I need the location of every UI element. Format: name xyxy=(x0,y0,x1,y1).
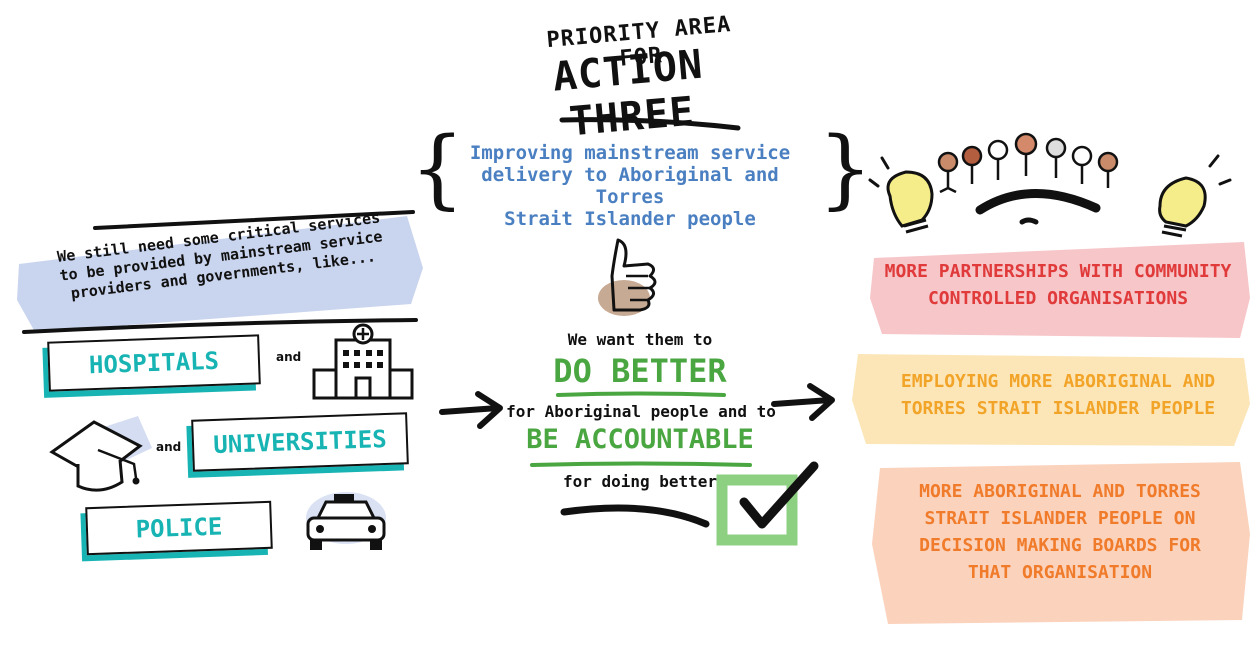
graduation-cap-icon xyxy=(49,416,152,492)
doing-better-text: for doing better xyxy=(562,472,718,491)
police-car-icon xyxy=(306,492,386,550)
peach-banner-shape xyxy=(872,462,1250,624)
hospital-icon xyxy=(312,323,414,400)
banner-line: CONTROLLED ORGANISATIONS xyxy=(927,288,1189,309)
want-text: We want them to xyxy=(567,330,713,349)
black-stroke xyxy=(560,504,710,528)
and-label: and xyxy=(276,350,302,364)
aboriginal-text: for Aboriginal people and to xyxy=(506,402,776,421)
banner-line: STRAIT ISLANDER PEOPLE ON xyxy=(924,508,1196,529)
green-underline xyxy=(556,391,726,397)
banner-line: DECISION MAKING BOARDS FOR xyxy=(919,535,1201,556)
people-group-icon xyxy=(868,132,1232,238)
green-underline xyxy=(530,461,752,467)
universities-label: UNIVERSITIES xyxy=(191,412,409,472)
be-accountable-text: BE ACCOUNTABLE xyxy=(526,424,754,455)
subtitle-line: Improving mainstream service xyxy=(469,142,791,164)
banner-line: EMPLOYING MORE ABORIGINAL AND xyxy=(900,371,1216,392)
lightbulb-icon xyxy=(868,156,934,234)
banner-line: MORE ABORIGINAL AND TORRES xyxy=(919,481,1201,502)
arrow-right-icon xyxy=(439,391,503,429)
subtitle-line: delivery to Aboriginal and Torres xyxy=(481,164,779,208)
decision-boards-text: MORE ABORIGINAL AND TORRES STRAIT ISLAND… xyxy=(900,478,1220,586)
arrow-right-icon xyxy=(771,383,835,421)
police-label: POLICE xyxy=(85,500,273,556)
pink-banner-shape xyxy=(870,242,1250,338)
banner-line: THAT ORGANISATION xyxy=(967,562,1153,583)
title-underline xyxy=(559,117,741,131)
yellow-banner-shape xyxy=(852,354,1250,446)
divider-stroke xyxy=(22,318,418,334)
hospitals-label: HOSPITALS xyxy=(47,334,261,392)
partnerships-text: MORE PARTNERSHIPS WITH COMMUNITY CONTROL… xyxy=(878,258,1238,312)
checkbox-tick-icon xyxy=(716,461,819,546)
employing-text: EMPLOYING MORE ABORIGINAL AND TORRES STR… xyxy=(878,368,1238,422)
and-label: and xyxy=(156,440,182,454)
banner-line: TORRES STRAIT ISLANDER PEOPLE xyxy=(900,398,1216,419)
subtitle-line: Strait Islander people xyxy=(504,208,756,230)
do-better-text: DO BETTER xyxy=(553,352,727,390)
left-brace-icon: { xyxy=(410,119,465,219)
right-brace-icon: } xyxy=(818,119,873,219)
blue-banner-shape xyxy=(17,210,423,332)
thumbs-up-icon xyxy=(598,238,657,316)
subtitle: Improving mainstream service delivery to… xyxy=(450,142,810,230)
banner-line: MORE PARTNERSHIPS WITH COMMUNITY xyxy=(884,261,1232,282)
